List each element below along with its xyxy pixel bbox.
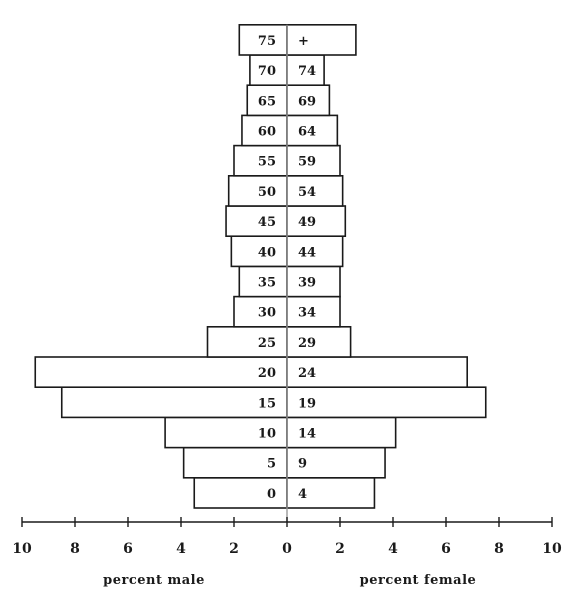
bar-female-45	[286, 205, 347, 238]
age-label-lower: 70	[258, 64, 276, 79]
age-label-upper: 54	[298, 185, 316, 200]
age-label-upper: 74	[298, 64, 316, 79]
age-label-lower: 55	[258, 155, 276, 170]
x-tick-label: 4	[388, 541, 398, 557]
age-label-upper: 24	[298, 366, 316, 381]
age-label-lower: 10	[258, 427, 276, 442]
bar-male-10	[164, 416, 288, 449]
age-label-upper: 19	[298, 396, 316, 411]
age-label-upper: 4	[298, 487, 307, 502]
bar-male-75	[238, 23, 288, 56]
age-label-upper: 64	[298, 125, 316, 140]
age-label-lower: 0	[267, 487, 276, 502]
x-axis-label-female: percent female	[360, 573, 477, 588]
age-label-upper: 69	[298, 94, 316, 109]
age-label-upper: 39	[298, 276, 316, 291]
x-tick-label: 2	[229, 541, 239, 557]
bar-male-20	[34, 356, 288, 389]
x-tick-label: 10	[12, 541, 32, 557]
x-axis-label-male: percent male	[103, 573, 205, 588]
bar-male-60	[241, 114, 288, 147]
bar-male-15	[60, 386, 288, 419]
bar-male-30	[233, 295, 288, 328]
x-tick-label: 10	[542, 541, 562, 557]
bar-female-0	[286, 476, 376, 509]
x-tick-label: 8	[70, 541, 80, 557]
x-tick-label: 0	[282, 541, 292, 557]
age-label-lower: 15	[258, 396, 276, 411]
age-label-upper: 29	[298, 336, 316, 351]
age-label-lower: 35	[258, 276, 276, 291]
bar-female-15	[286, 386, 487, 419]
age-label-upper: 49	[298, 215, 316, 230]
age-label-lower: 30	[258, 306, 276, 321]
bar-female-5	[286, 446, 386, 479]
x-tick-label: 4	[176, 541, 186, 557]
age-label-lower: 50	[258, 185, 276, 200]
x-tick-label: 6	[123, 541, 133, 557]
age-label-upper: +	[298, 34, 309, 49]
bar-male-40	[230, 235, 288, 268]
age-label-lower: 65	[258, 94, 276, 109]
x-tick-label: 6	[441, 541, 451, 557]
bar-male-65	[246, 84, 288, 117]
age-label-lower: 40	[258, 245, 276, 260]
bar-male-45	[225, 205, 288, 238]
bar-female-65	[286, 84, 331, 117]
bar-male-70	[249, 54, 288, 87]
x-tick-label: 2	[335, 541, 345, 557]
bars-layer	[34, 23, 487, 509]
age-label-upper: 9	[298, 457, 307, 472]
x-tick-label: 8	[494, 541, 504, 557]
age-label-lower: 75	[258, 34, 276, 49]
age-label-upper: 14	[298, 427, 316, 442]
bar-male-0	[193, 476, 288, 509]
x-ticks-layer: 10 8 6 4 2 0 2 4 6 8 10	[12, 517, 562, 557]
age-label-upper: 44	[298, 245, 316, 260]
age-label-lower: 25	[258, 336, 276, 351]
age-label-lower: 60	[258, 125, 276, 140]
age-label-lower: 45	[258, 215, 276, 230]
age-label-upper: 59	[298, 155, 316, 170]
age-label-lower: 20	[258, 366, 276, 381]
age-label-lower: 5	[267, 457, 276, 472]
age-label-upper: 34	[298, 306, 316, 321]
bar-female-25	[286, 325, 352, 358]
